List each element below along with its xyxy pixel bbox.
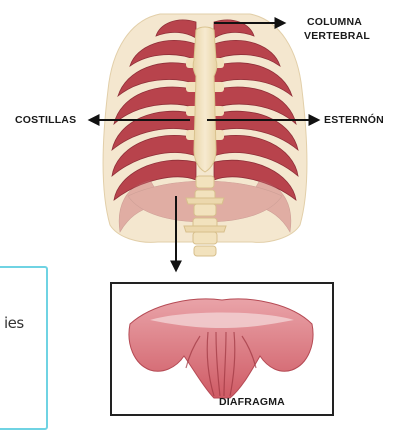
diaphragm-illustration xyxy=(112,284,331,413)
label-costillas: COSTILLAS xyxy=(15,114,76,126)
label-esternon: ESTERNÓN xyxy=(324,114,384,126)
label-columna-line1: COLUMNA xyxy=(307,16,362,28)
label-columna-line2: VERTEBRAL xyxy=(304,30,370,42)
side-panel-text: ies xyxy=(4,314,24,332)
sternum xyxy=(193,27,217,172)
label-diafragma: DIAFRAGMA xyxy=(219,396,285,408)
side-panel-box xyxy=(0,266,48,430)
